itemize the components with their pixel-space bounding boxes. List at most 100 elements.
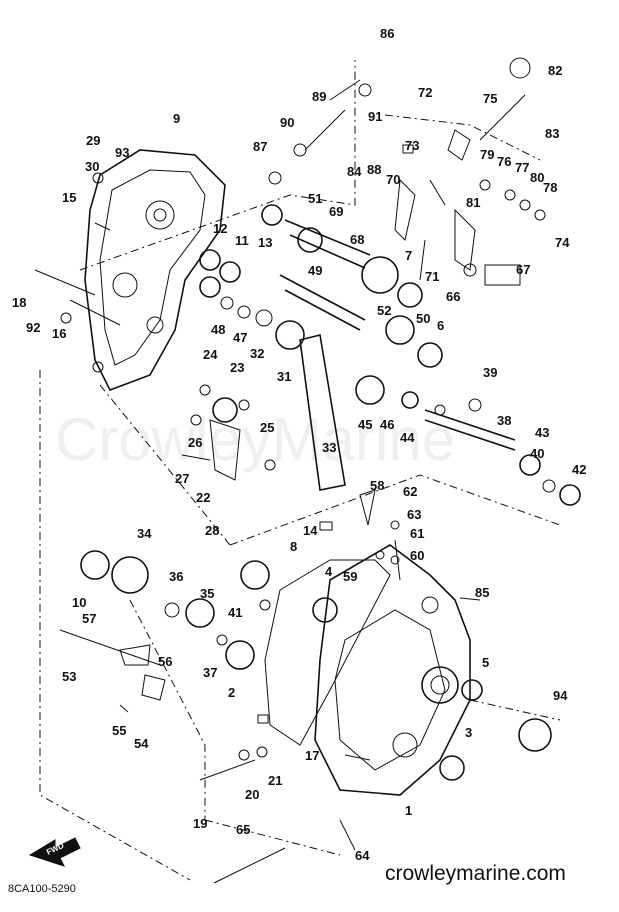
- callout-21: 21: [268, 773, 282, 788]
- callout-64: 64: [355, 848, 370, 863]
- gears: [111, 227, 415, 594]
- callout-3: 3: [465, 725, 472, 740]
- callout-33: 33: [322, 440, 336, 455]
- callout-34: 34: [137, 526, 152, 541]
- callout-85: 85: [475, 585, 489, 600]
- callout-90: 90: [280, 115, 294, 130]
- callout-70: 70: [386, 172, 400, 187]
- callout-60: 60: [410, 548, 424, 563]
- callout-51: 51: [308, 191, 322, 206]
- bearings: [80, 204, 581, 781]
- callout-29: 29: [86, 133, 100, 148]
- callout-10: 10: [72, 595, 86, 610]
- callout-55: 55: [112, 723, 126, 738]
- callout-88: 88: [367, 162, 381, 177]
- callout-66: 66: [446, 289, 460, 304]
- callout-77: 77: [515, 160, 529, 175]
- callout-91: 91: [368, 109, 382, 124]
- callout-12: 12: [213, 221, 227, 236]
- callout-31: 31: [277, 369, 291, 384]
- callout-23: 23: [230, 360, 244, 375]
- callout-59: 59: [343, 569, 357, 584]
- callout-52: 52: [377, 303, 391, 318]
- callout-labels: 1234567891011121314151617181920212223242…: [12, 26, 586, 863]
- callout-26: 26: [188, 435, 202, 450]
- callout-82: 82: [548, 63, 562, 78]
- watermark-text: CrowleyMarine: [55, 406, 455, 473]
- callout-9: 9: [173, 111, 180, 126]
- callout-15: 15: [62, 190, 76, 205]
- callout-40: 40: [530, 446, 544, 461]
- callout-58: 58: [370, 478, 384, 493]
- callout-47: 47: [233, 330, 247, 345]
- callout-86: 86: [380, 26, 394, 41]
- callout-28: 28: [205, 523, 219, 538]
- callout-74: 74: [555, 235, 570, 250]
- callout-76: 76: [497, 154, 511, 169]
- callout-22: 22: [196, 490, 210, 505]
- crankcase-1: [314, 544, 471, 796]
- callout-87: 87: [253, 139, 267, 154]
- callout-43: 43: [535, 425, 549, 440]
- callout-11: 11: [235, 233, 249, 248]
- callout-18: 18: [12, 295, 26, 310]
- callout-71: 71: [425, 269, 439, 284]
- callout-39: 39: [483, 365, 497, 380]
- callout-36: 36: [169, 569, 183, 584]
- callout-6: 6: [437, 318, 444, 333]
- callout-83: 83: [545, 126, 559, 141]
- callout-37: 37: [203, 665, 217, 680]
- callout-72: 72: [418, 85, 432, 100]
- callout-89: 89: [312, 89, 326, 104]
- callout-93: 93: [115, 145, 129, 160]
- callout-7: 7: [405, 248, 412, 263]
- callout-53: 53: [62, 669, 76, 684]
- callout-2: 2: [228, 685, 235, 700]
- callout-63: 63: [407, 507, 421, 522]
- callout-50: 50: [416, 311, 430, 326]
- callout-57: 57: [82, 611, 96, 626]
- small-parts: [34, 57, 556, 884]
- callout-45: 45: [358, 417, 372, 432]
- drive-chain-33: [299, 334, 346, 491]
- callout-73: 73: [405, 138, 419, 153]
- callout-81: 81: [466, 195, 480, 210]
- callout-94: 94: [553, 688, 568, 703]
- callout-80: 80: [530, 170, 544, 185]
- callout-65: 65: [236, 822, 250, 837]
- callout-68: 68: [350, 232, 364, 247]
- callout-38: 38: [497, 413, 511, 428]
- callout-41: 41: [228, 605, 242, 620]
- callout-27: 27: [175, 471, 189, 486]
- callout-13: 13: [258, 235, 272, 250]
- callout-69: 69: [329, 204, 343, 219]
- callout-1: 1: [405, 803, 412, 818]
- callout-5: 5: [482, 655, 489, 670]
- gasket-8: [264, 559, 391, 746]
- callout-25: 25: [260, 420, 274, 435]
- callout-32: 32: [250, 346, 264, 361]
- callout-24: 24: [203, 347, 218, 362]
- diagram-code: 8CA100-5290: [8, 883, 76, 895]
- callout-79: 79: [480, 147, 494, 162]
- callout-17: 17: [305, 748, 319, 763]
- crankcase-cover-9: [84, 149, 226, 392]
- website-link[interactable]: crowleymarine.com: [385, 862, 566, 885]
- callout-48: 48: [211, 322, 225, 337]
- callout-75: 75: [483, 91, 497, 106]
- callout-44: 44: [400, 430, 415, 445]
- callout-16: 16: [52, 326, 66, 341]
- callout-19: 19: [193, 816, 207, 831]
- callout-42: 42: [572, 462, 586, 477]
- callout-20: 20: [245, 787, 259, 802]
- callout-61: 61: [410, 526, 424, 541]
- callout-46: 46: [380, 417, 394, 432]
- callout-14: 14: [303, 523, 318, 538]
- fwd-arrow: FWD: [28, 837, 81, 867]
- callout-62: 62: [403, 484, 417, 499]
- callout-49: 49: [308, 263, 322, 278]
- callout-54: 54: [134, 736, 149, 751]
- callout-92: 92: [26, 320, 40, 335]
- callout-78: 78: [543, 180, 557, 195]
